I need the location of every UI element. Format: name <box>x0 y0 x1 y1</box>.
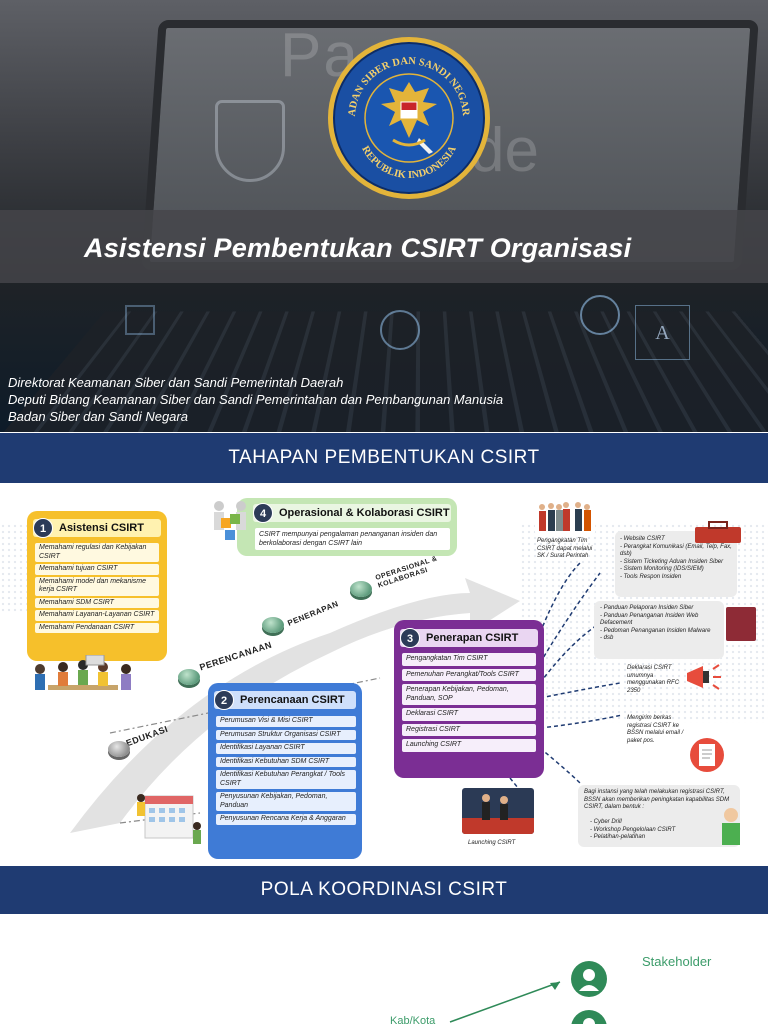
book-icon <box>726 607 756 641</box>
stage-node-edukasi <box>108 741 130 757</box>
megaphone-icon <box>687 664 721 690</box>
list-item: Pedoman Penanganan Insiden Malware <box>600 628 720 636</box>
list-item: Registrasi CSIRT <box>402 723 536 736</box>
ai-icon: A <box>635 305 690 360</box>
list-item: Cyber Drill <box>590 819 710 827</box>
note-pengangkatan: Pengangkatan Tim CSIRT dapat melalui SK … <box>537 538 593 559</box>
list-item: Pemenuhan Perangkat/Tools CSIRT <box>402 668 536 681</box>
stage-node-penerapan <box>262 617 284 633</box>
card-asistensi: Asistensi CSIRT 1 Memahami regulasi dan … <box>27 511 167 661</box>
card-asistensi-title: Asistensi CSIRT <box>33 519 161 537</box>
step-badge-4: 4 <box>253 503 273 523</box>
puzzle-people-icon <box>214 501 246 540</box>
toolbox-icon <box>695 521 741 543</box>
launching-photo <box>462 788 534 834</box>
card-penerapan: Penerapan CSIRT 3 Pengangkatan Tim CSIRT… <box>394 620 544 778</box>
caption-launching: Launching CSIRT <box>468 840 516 846</box>
note-deklarasi: Deklarasi CSIRT umumnya menggunakan RFC … <box>627 665 680 694</box>
section-header-pola: POLA KOORDINASI CSIRT <box>0 866 768 914</box>
list-item: dsb <box>600 635 720 643</box>
list-item: Launching CSIRT <box>402 739 536 752</box>
note-peningkatan: Bagi instansi yang telah melakukan regis… <box>584 789 730 810</box>
subtitle-line-directorate: Direktorat Keamanan Siber dan Sandi Peme… <box>8 375 344 390</box>
list-item: Memahami tujuan CSIRT <box>35 564 159 575</box>
subtitle-line-deputy: Deputi Bidang Keamanan Siber dan Sandi P… <box>8 392 504 407</box>
connector-arrow <box>449 981 561 1023</box>
subtitle-line-agency: Badan Siber dan Sandi Negara <box>8 409 188 424</box>
list-item: Memahami SDM CSIRT <box>35 597 159 608</box>
list-item: Pengangkatan Tim CSIRT <box>402 653 536 666</box>
tahapan-infographic: EDUKASI PERENCANAAN PENERAPAN OPERASIONA… <box>0 483 768 866</box>
list-item: Deklarasi CSIRT <box>402 708 536 721</box>
note-registrasi: Mengirim berkas registrasi CSIRT ke BSSN… <box>627 715 684 744</box>
teacher-icon <box>722 808 740 845</box>
lock-icon <box>125 305 155 335</box>
pola-koordinasi-diagram: Stakeholder Kab/Kota <box>0 914 768 1024</box>
card-penerapan-title: Penerapan CSIRT <box>400 629 538 647</box>
list-item: Memahami Layanan-Layanan CSIRT <box>35 610 159 621</box>
card-penerapan-list: Pengangkatan Tim CSIRT Pemenuhan Perangk… <box>402 653 536 755</box>
list-item: Penyusunan Rencana Kerja & Anggaran <box>216 814 356 825</box>
list-item: Workshop Pengelolaan CSIRT <box>590 827 710 835</box>
page-title: Asistensi Pembentukan CSIRT Organisasi <box>84 233 632 263</box>
list-item: Sistem Ticketing Aduan Insiden Siber <box>620 559 735 567</box>
document-icon <box>690 738 724 772</box>
list-item: Tools Respon Insiden <box>620 574 735 582</box>
panduan-list: Panduan Pelaporan Insiden Siber Panduan … <box>600 605 720 643</box>
step-badge-1: 1 <box>33 518 53 538</box>
title-band <box>0 210 768 283</box>
card-operasional: Operasional & Kolaborasi CSIRT 4 CSIRT m… <box>237 498 457 556</box>
planning-calendar-illustration <box>137 794 201 844</box>
stage-node-operasional <box>350 581 372 597</box>
team-photo-illustration <box>535 495 595 535</box>
list-item: Penerapan Kebijakan, Pedoman, Panduan, S… <box>402 684 536 705</box>
card-asistensi-list: Memahami regulasi dan Kebijakan CSIRT Me… <box>35 543 159 635</box>
bssn-emblem-logo: BADAN SIBER DAN SANDI NEGARA REPUBLIK IN… <box>328 37 490 199</box>
tools-list: Website CSIRT Perangkat Komunikasi (Emai… <box>620 536 735 581</box>
subtitle-block: Direktorat Keamanan Siber dan Sandi Peme… <box>8 374 503 425</box>
list-item: Memahami regulasi dan Kebijakan CSIRT <box>35 543 159 562</box>
shield-icon <box>215 100 285 182</box>
list-item: Identifikasi Layanan CSIRT <box>216 743 356 754</box>
list-item: Sistem Monitoring (IDS/SIEM) <box>620 566 735 574</box>
list-item: Website CSIRT <box>620 536 735 544</box>
hero-banner: Pa de A BADAN SIBER DAN SANDI NEGARA REP… <box>0 0 768 432</box>
list-item: Perumusan Struktur Organisasi CSIRT <box>216 729 356 740</box>
list-item: Panduan Penanganan Insiden Web Defacemen… <box>600 613 720 628</box>
label-stakeholder: Stakeholder <box>642 954 712 969</box>
list-item: Identifikasi Kebutuhan Perangkat / Tools… <box>216 770 356 789</box>
step-badge-2: 2 <box>214 690 234 710</box>
meeting-illustration <box>35 655 131 690</box>
list-item: Memahami Pendanaan CSIRT <box>35 622 159 633</box>
card-operasional-description: CSIRT mempunyai pengalaman penanganan in… <box>255 528 450 550</box>
list-item: Memahami model dan mekanisme kerja CSIRT <box>35 576 159 596</box>
list-item: Pelatihan-pelatihan <box>590 834 710 842</box>
list-item: Perangkat Komunikasi (Email, Telp, Fax, … <box>620 544 735 559</box>
section-header-tahapan: TAHAPAN PEMBENTUKAN CSIRT <box>0 433 768 483</box>
card-perencanaan-title: Perencanaan CSIRT <box>214 691 356 709</box>
list-item: Identifikasi Kebutuhan SDM CSIRT <box>216 756 356 767</box>
card-perencanaan: Perencanaan CSIRT 2 Perumusan Visi & Mis… <box>208 683 362 859</box>
peningkatan-list: Cyber Drill Workshop Pengelolaan CSIRT P… <box>590 819 710 842</box>
list-item: Panduan Pelaporan Insiden Siber <box>600 605 720 613</box>
list-item: Penyusunan Kebijakan, Pedoman, Panduan <box>216 792 356 811</box>
label-kabkota: Kab/Kota <box>390 1015 436 1024</box>
card-perencanaan-list: Perumusan Visi & Misi CSIRT Perumusan St… <box>216 716 356 828</box>
kabkota-person-icon <box>571 1010 607 1024</box>
stage-node-perencanaan <box>178 669 200 685</box>
list-item: Perumusan Visi & Misi CSIRT <box>216 716 356 727</box>
step-badge-3: 3 <box>400 628 420 648</box>
card-operasional-title: Operasional & Kolaborasi CSIRT <box>253 504 451 522</box>
padlock-icon <box>580 295 620 335</box>
stakeholder-icon <box>571 961 607 997</box>
globe-icon <box>380 310 420 350</box>
